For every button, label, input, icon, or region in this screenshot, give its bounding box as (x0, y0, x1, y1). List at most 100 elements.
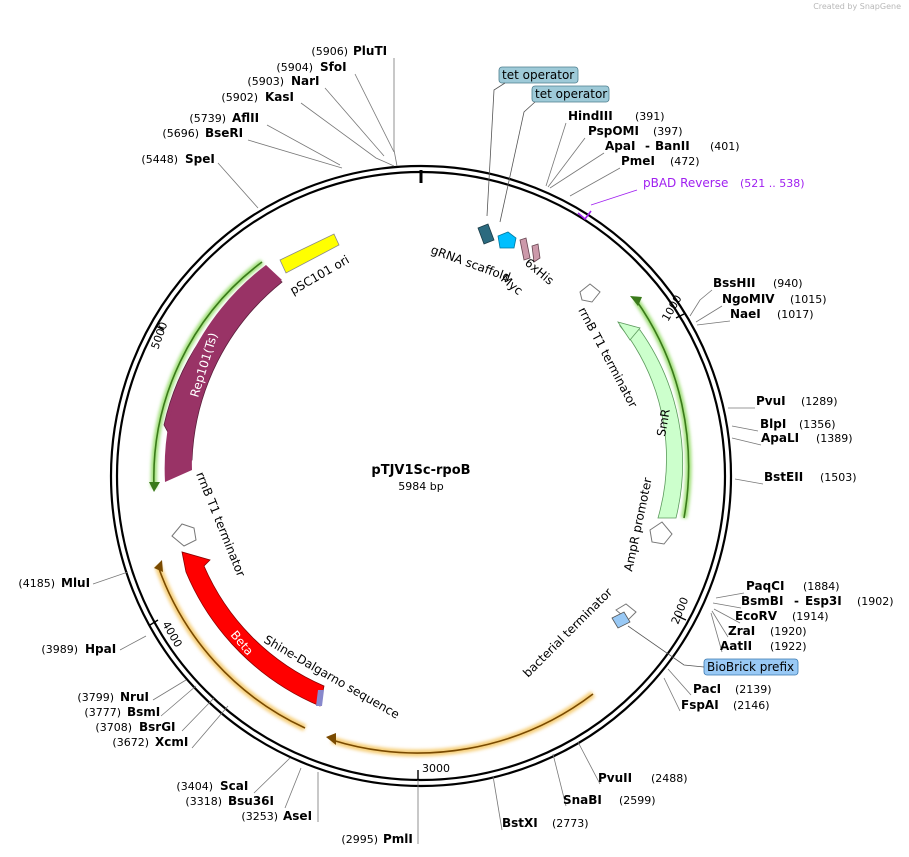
site-nruI-name[interactable]: NruI (120, 690, 149, 704)
site-leaders (92, 58, 764, 844)
site-bseRI-name[interactable]: BseRI (205, 126, 243, 140)
site-pmlI-name[interactable]: PmlI (383, 832, 413, 846)
site-pmeI-name[interactable]: PmeI (621, 154, 655, 168)
left-orf-arc[interactable] (157, 565, 306, 729)
site-xcmI-name[interactable]: XcmI (155, 735, 188, 749)
site-blpI-name[interactable]: BlpI (760, 417, 786, 431)
tick-5000 (155, 325, 165, 331)
site-separator: - (645, 139, 650, 153)
site-pos: (3777) (84, 706, 121, 719)
site-sfoI-name[interactable]: SfoI (320, 60, 347, 74)
site-apaLI-name[interactable]: ApaLI (761, 431, 799, 445)
site-pos: (472) (670, 155, 700, 168)
grna-scaffold-feature[interactable] (477, 223, 495, 245)
psc101-ori-feature[interactable] (279, 233, 340, 274)
site-pos: (1389) (816, 432, 853, 445)
site-plutI-name[interactable]: PluTI (353, 44, 387, 58)
site-pvuI-name[interactable]: PvuI (756, 394, 786, 408)
snapgene-watermark: Created by SnapGene (813, 2, 901, 11)
site-pos: (5903) (247, 75, 284, 88)
site-pos: (1922) (770, 640, 807, 653)
site-aseI-name[interactable]: AseI (283, 809, 312, 823)
site-pos: (1015) (790, 293, 827, 306)
site-bstXI-name[interactable]: BstXI (502, 816, 538, 830)
site-pos: (5739) (189, 112, 226, 125)
site-kasI-name[interactable]: KasI (265, 90, 294, 104)
site-speI-name[interactable]: SpeI (185, 152, 215, 166)
rep-orf-arc[interactable] (153, 261, 263, 489)
site-bsmBI-name[interactable]: BsmBI (741, 594, 783, 608)
site-narI-name[interactable]: NarI (291, 74, 320, 88)
pbad-reverse-primer-mark[interactable] (577, 210, 592, 221)
site-apaI-name[interactable]: ApaI (605, 139, 635, 153)
site-pos: (2488) (651, 772, 688, 785)
ampr-promoter-feature[interactable] (649, 521, 673, 545)
site-ngoMIV-name[interactable]: NgoMIV (722, 292, 775, 306)
sites-top-left: (5906) PluTI (5904) SfoI (5903) NarI (59… (141, 44, 387, 166)
smr-orf-arrowhead (630, 296, 642, 306)
tick-2000 (676, 615, 687, 621)
site-pos: (940) (773, 277, 803, 290)
tet-operator-box-1[interactable] (498, 66, 579, 84)
site-pos: (1920) (770, 625, 807, 638)
site-pos: (1356) (799, 418, 836, 431)
site-pos: (2773) (552, 817, 589, 830)
rrnb-right-feature[interactable] (579, 283, 601, 303)
biobrick-prefix-feature[interactable] (611, 611, 631, 629)
site-zraI-name[interactable]: ZraI (728, 624, 755, 638)
site-pvuII-name[interactable]: PvuII (598, 771, 632, 785)
site-bstEII-name[interactable]: BstEII (764, 470, 803, 484)
site-pos: (1503) (820, 471, 857, 484)
tet-operator-box-2[interactable] (531, 85, 610, 103)
site-aflII-name[interactable]: AflII (232, 111, 259, 125)
site-pos: (401) (710, 140, 740, 153)
rep101-body (164, 265, 282, 482)
site-pacI-name[interactable]: PacI (693, 682, 721, 696)
sites-lower-right: PaqCI (1884) BsmBI - Esp3I (1902) EcoRV … (502, 579, 894, 830)
site-naeI-name[interactable]: NaeI (730, 307, 761, 321)
site-pos: (1289) (801, 395, 838, 408)
site-scaI-name[interactable]: ScaI (220, 779, 248, 793)
his-tag-feature-a[interactable] (519, 237, 531, 261)
site-bssHII-name[interactable]: BssHII (713, 276, 755, 290)
site-pos: (3799) (77, 691, 114, 704)
rrnb-left-feature[interactable] (171, 523, 197, 547)
site-bsmI-name[interactable]: BsmI (127, 705, 160, 719)
beta-feature[interactable] (181, 551, 325, 707)
bottom-orf-arrowhead (326, 733, 336, 745)
site-snaBI-name[interactable]: SnaBI (563, 793, 602, 807)
site-pos: (3708) (95, 721, 132, 734)
sites-left: (3672) XcmI (3708) BsrGI (3777) BsmI (37… (18, 576, 188, 749)
site-hpaI-name[interactable]: HpaI (85, 642, 116, 656)
myc-feature[interactable] (497, 231, 517, 249)
site-ecoRV-name[interactable]: EcoRV (735, 609, 778, 623)
tick-label-5000: 5000 (149, 320, 171, 351)
smr-feature[interactable] (619, 325, 683, 519)
site-pos: (5904) (276, 61, 313, 74)
rrnb-right-label: rrnB T1 terminator (575, 305, 640, 410)
bottom-orf-arc[interactable] (331, 693, 594, 754)
tet-operator-label-2: tet operator (535, 87, 607, 101)
site-fspAI-name[interactable]: FspAI (681, 698, 719, 712)
site-paqCI-name[interactable]: PaqCI (746, 579, 784, 593)
site-bsu36I-name[interactable]: Bsu36I (228, 794, 274, 808)
pbad-reverse-range: (521 .. 538) (740, 177, 805, 190)
beta-end-cap (316, 690, 324, 706)
site-bsrGI-name[interactable]: BsrGI (139, 720, 176, 734)
his-tag-feature-b[interactable] (531, 243, 541, 263)
bacterial-terminator-label: bacterial terminator (520, 585, 615, 680)
plasmid-size: 5984 bp (398, 480, 443, 493)
site-pos: (5696) (162, 127, 199, 140)
site-mluI-name[interactable]: MluI (61, 576, 90, 590)
site-aatII-name[interactable]: AatII (720, 639, 752, 653)
site-pos: (1902) (857, 595, 894, 608)
site-pspOMI-name[interactable]: PspOMI (588, 124, 639, 138)
site-hindIII-name[interactable]: HindIII (568, 109, 613, 123)
smr-label: SmR (654, 408, 673, 438)
smr-orf-arc[interactable] (635, 299, 690, 519)
site-banII-name[interactable]: BanII (655, 139, 690, 153)
site-pos: (3318) (185, 795, 222, 808)
tick-marks (149, 313, 687, 780)
site-esp3I-name[interactable]: Esp3I (805, 594, 842, 608)
